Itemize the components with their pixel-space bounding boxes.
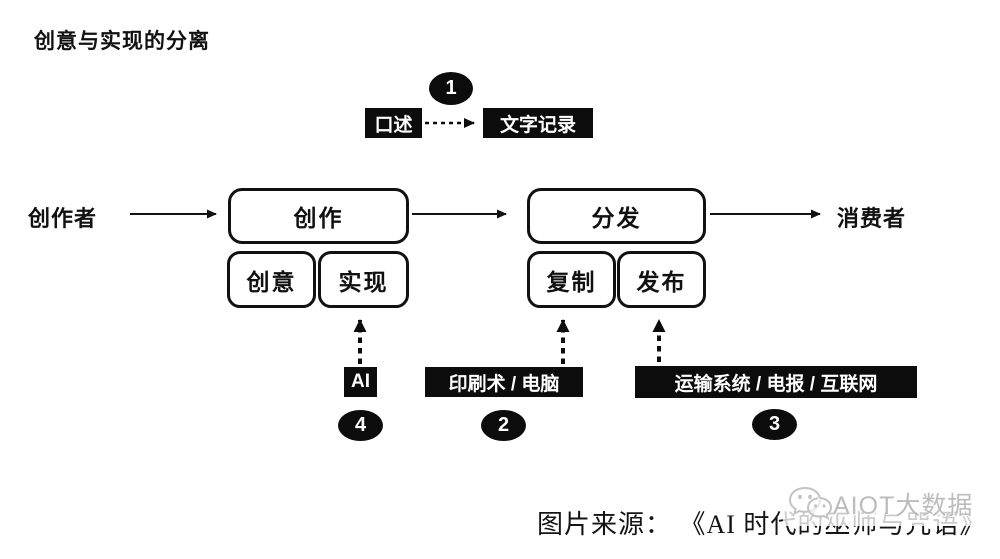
publish-box: 发布 <box>617 251 706 308</box>
distribution-box: 分发 <box>527 188 706 244</box>
badge-2: 2 <box>481 410 526 441</box>
badge-4: 4 <box>338 410 383 441</box>
badge-3: 3 <box>752 409 797 440</box>
printing-computer-label: 印刷术 / 电脑 <box>425 367 583 397</box>
badge-1: 1 <box>429 72 473 105</box>
oral-label: 口述 <box>365 108 422 138</box>
watermark: AIOT大数据 <box>783 482 978 526</box>
watermark-text: AIOT大数据 <box>833 492 974 520</box>
written-record-label: 文字记录 <box>483 108 593 138</box>
creation-box: 创作 <box>228 188 409 244</box>
wechat-icon <box>787 484 833 524</box>
realization-box: 实现 <box>318 251 409 308</box>
ai-label: AI <box>344 367 377 397</box>
copy-box: 复制 <box>527 251 616 308</box>
consumer-text: 消费者 <box>837 206 907 231</box>
idea-box: 创意 <box>227 251 316 308</box>
page-title: 创意与实现的分离 <box>34 30 210 53</box>
creator-text: 创作者 <box>28 206 98 231</box>
transport-telegraph-internet-label: 运输系统 / 电报 / 互联网 <box>635 366 917 398</box>
